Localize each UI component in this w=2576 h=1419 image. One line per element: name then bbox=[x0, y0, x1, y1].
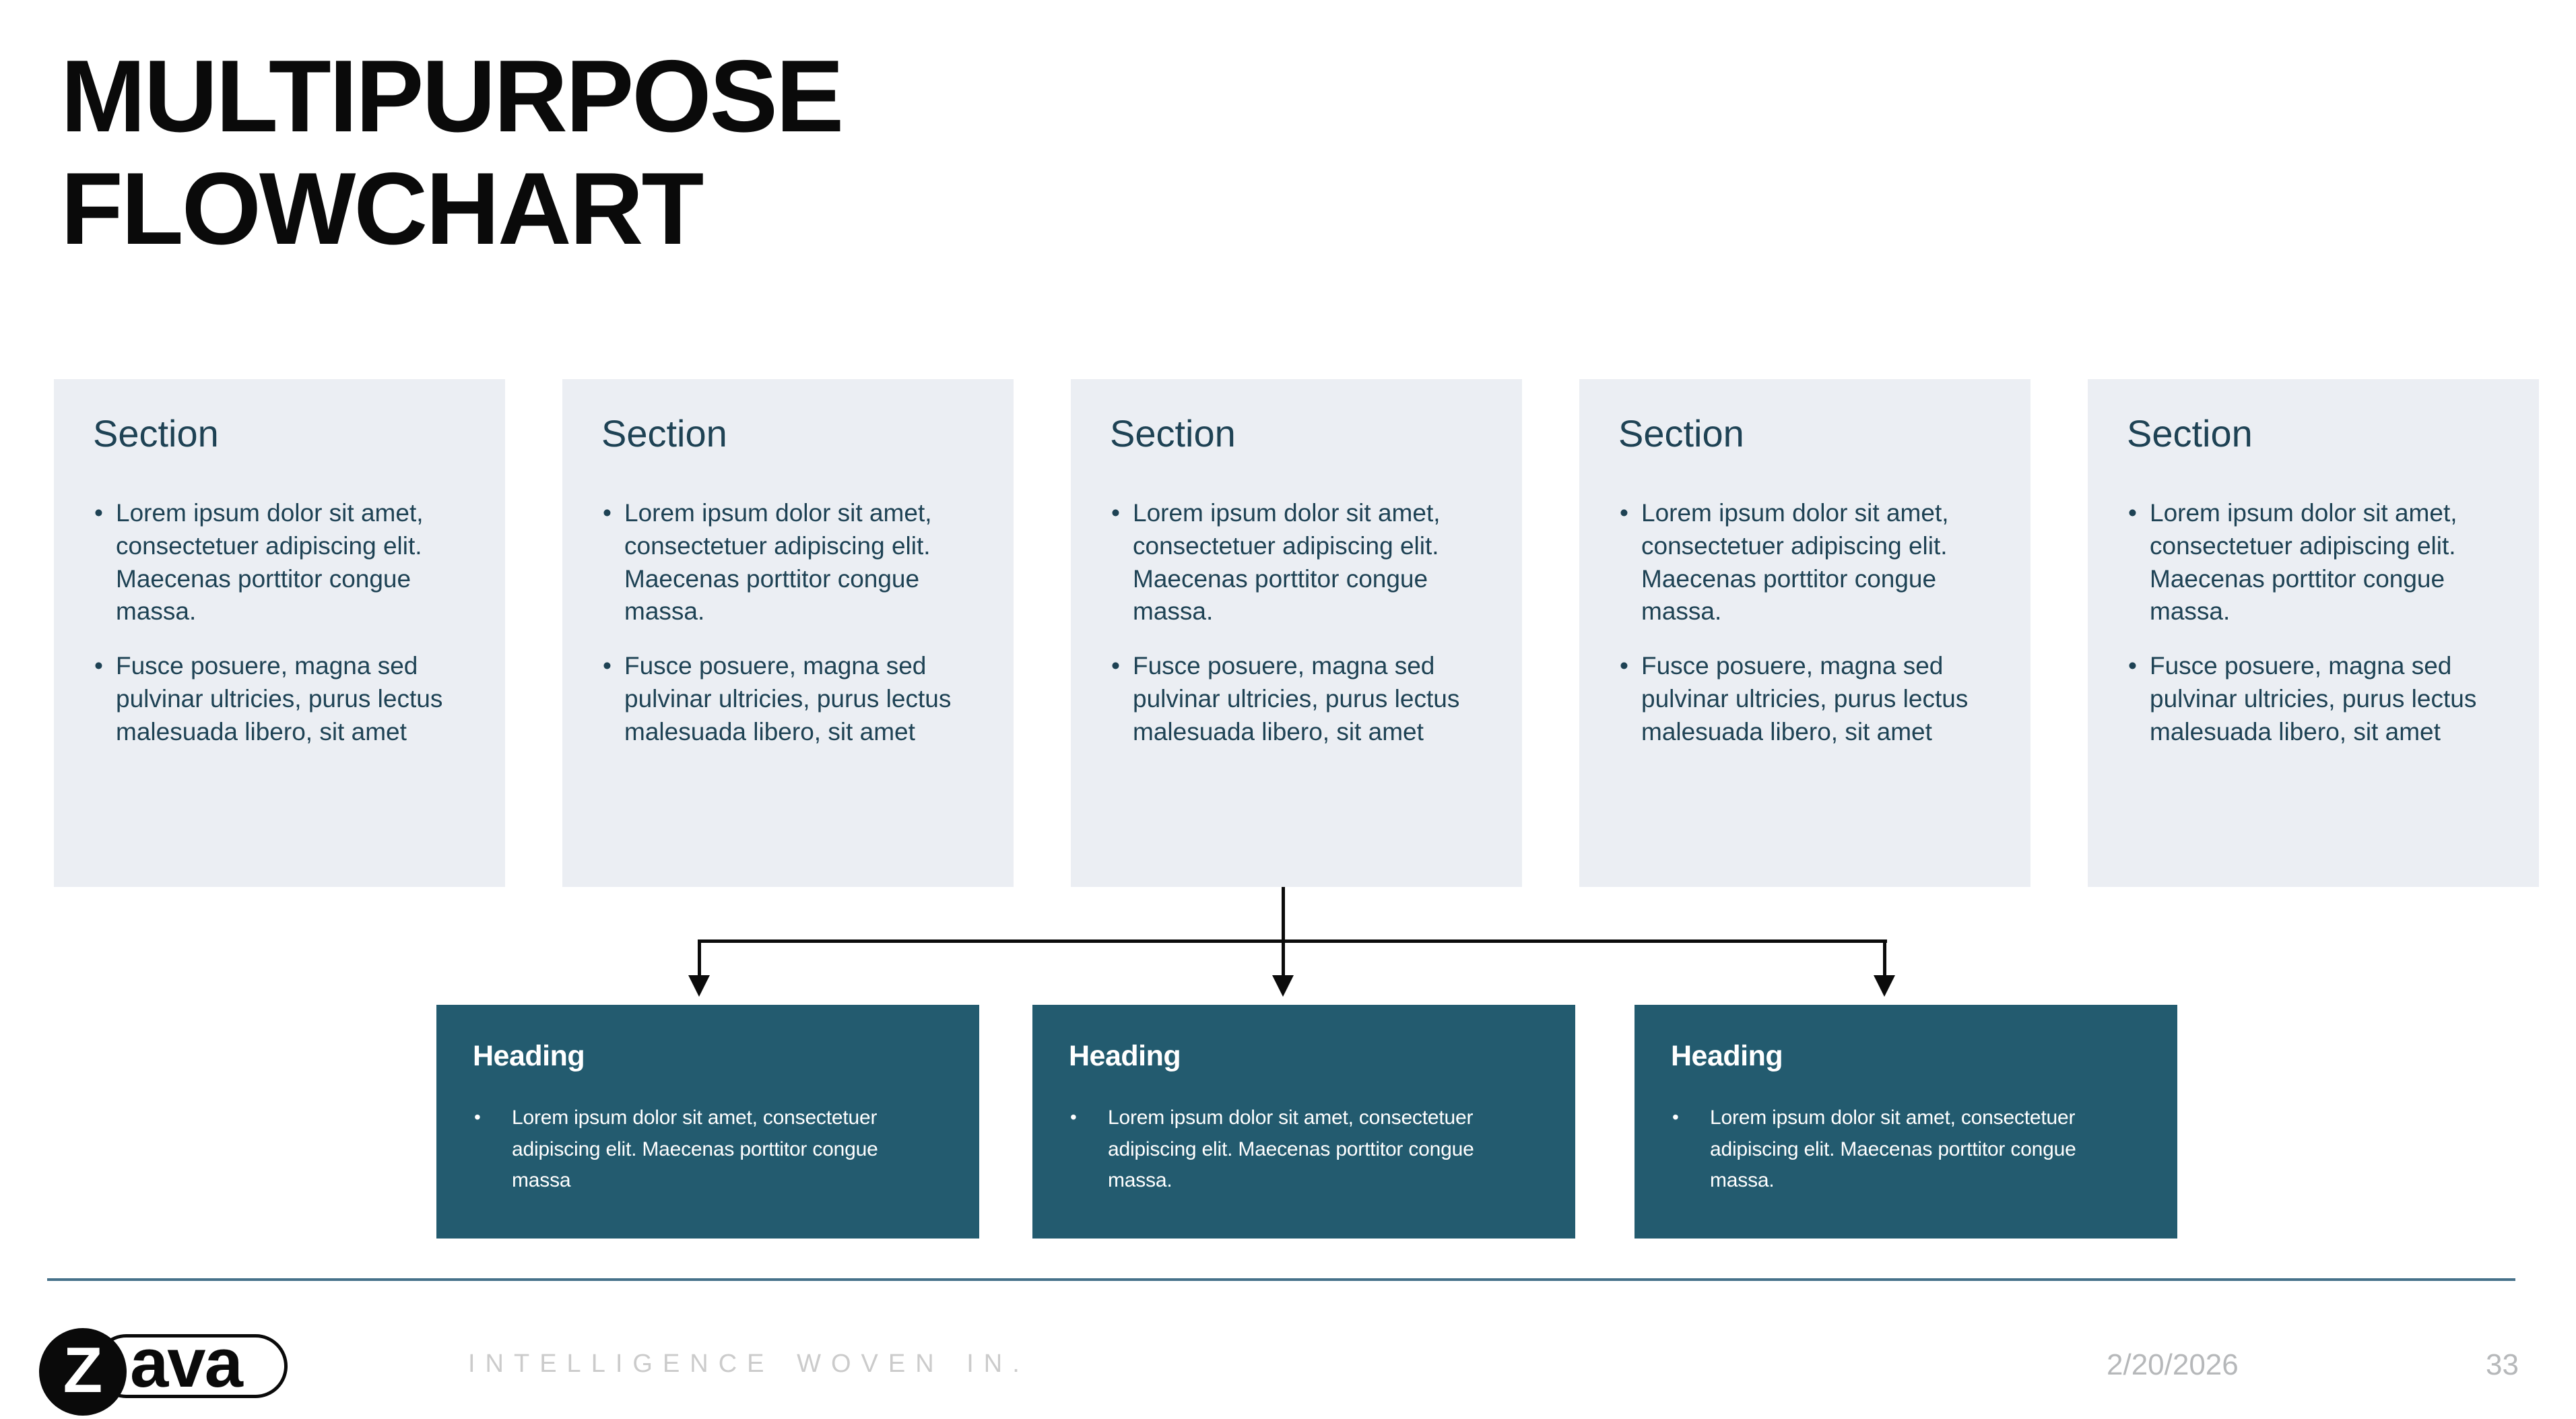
logo-circle-shape: Z bbox=[39, 1328, 127, 1416]
section-card: Section Lorem ipsum dolor sit amet, cons… bbox=[562, 379, 1014, 887]
footer-page-number: 33 bbox=[2486, 1348, 2519, 1381]
section-card: Section Lorem ipsum dolor sit amet, cons… bbox=[54, 379, 505, 887]
connector-line-middle bbox=[1282, 887, 1285, 978]
section-bullet-list: Lorem ipsum dolor sit amet, consectetuer… bbox=[2127, 497, 2512, 749]
section-card-title: Section bbox=[93, 412, 219, 455]
bullet-item: Fusce posuere, magna sed pulvinar ultric… bbox=[1110, 650, 1495, 748]
bullet-item: Lorem ipsum dolor sit amet, consectetuer… bbox=[601, 497, 987, 628]
section-card: Section Lorem ipsum dolor sit amet, cons… bbox=[1071, 379, 1522, 887]
logo-text: ava bbox=[130, 1324, 243, 1401]
section-card-title: Section bbox=[1110, 412, 1236, 455]
section-card: Section Lorem ipsum dolor sit amet, cons… bbox=[1579, 379, 2030, 887]
logo-letter: Z bbox=[63, 1334, 103, 1406]
page-title-line1: MULTIPURPOSE bbox=[61, 39, 844, 154]
arrowhead-middle-icon bbox=[1272, 975, 1294, 997]
bullet-item: Fusce posuere, magna sed pulvinar ultric… bbox=[2127, 650, 2512, 748]
bullet-item: Fusce posuere, magna sed pulvinar ultric… bbox=[601, 650, 987, 748]
section-bullet-list: Lorem ipsum dolor sit amet, consectetuer… bbox=[93, 497, 478, 749]
section-card: Section Lorem ipsum dolor sit amet, cons… bbox=[2088, 379, 2539, 887]
bullet-item: Lorem ipsum dolor sit amet, consectetuer… bbox=[1671, 1102, 2137, 1197]
bullet-item: Lorem ipsum dolor sit amet, consectetuer… bbox=[1069, 1102, 1535, 1197]
section-bullet-list: Lorem ipsum dolor sit amet, consectetuer… bbox=[601, 497, 987, 749]
page-title-line2: FLOWCHART bbox=[61, 152, 704, 267]
section-bullet-list: Lorem ipsum dolor sit amet, consectetuer… bbox=[1110, 497, 1495, 749]
bullet-item: Fusce posuere, magna sed pulvinar ultric… bbox=[1618, 650, 2004, 748]
heading-bullet-list: Lorem ipsum dolor sit amet, consectetuer… bbox=[1671, 1102, 2137, 1197]
arrowhead-left-icon bbox=[688, 975, 710, 997]
bullet-item: Lorem ipsum dolor sit amet, consectetuer… bbox=[473, 1102, 939, 1197]
logo-pill-shape: ava bbox=[94, 1328, 288, 1398]
section-card-title: Section bbox=[1618, 412, 1744, 455]
footer-date: 2/20/2026 bbox=[2107, 1348, 2239, 1381]
heading-bullet-list: Lorem ipsum dolor sit amet, consectetuer… bbox=[473, 1102, 939, 1197]
bullet-item: Fusce posuere, magna sed pulvinar ultric… bbox=[93, 650, 478, 748]
heading-card: Heading Lorem ipsum dolor sit amet, cons… bbox=[1634, 1005, 2177, 1239]
connector-line-left bbox=[698, 939, 701, 978]
heading-card: Heading Lorem ipsum dolor sit amet, cons… bbox=[1032, 1005, 1575, 1239]
connector-line-horizontal bbox=[698, 939, 1887, 943]
heading-card: Heading Lorem ipsum dolor sit amet, cons… bbox=[436, 1005, 979, 1239]
section-bullet-list: Lorem ipsum dolor sit amet, consectetuer… bbox=[1618, 497, 2004, 749]
heading-bullet-list: Lorem ipsum dolor sit amet, consectetuer… bbox=[1069, 1102, 1535, 1197]
heading-card-title: Heading bbox=[1069, 1040, 1181, 1072]
page-title: MULTIPURPOSE FLOWCHART bbox=[61, 39, 844, 267]
bullet-item: Lorem ipsum dolor sit amet, consectetuer… bbox=[1110, 497, 1495, 628]
footer-tagline: INTELLIGENCE WOVEN IN. bbox=[468, 1350, 1030, 1378]
bullet-item: Lorem ipsum dolor sit amet, consectetuer… bbox=[2127, 497, 2512, 628]
heading-card-title: Heading bbox=[473, 1040, 585, 1072]
heading-card-title: Heading bbox=[1671, 1040, 1783, 1072]
footer-divider bbox=[47, 1278, 2515, 1281]
connector-line-right bbox=[1883, 939, 1886, 978]
bullet-item: Lorem ipsum dolor sit amet, consectetuer… bbox=[1618, 497, 2004, 628]
section-card-title: Section bbox=[2127, 412, 2253, 455]
bullet-item: Lorem ipsum dolor sit amet, consectetuer… bbox=[93, 497, 478, 628]
section-card-title: Section bbox=[601, 412, 727, 455]
arrowhead-right-icon bbox=[1874, 975, 1895, 997]
